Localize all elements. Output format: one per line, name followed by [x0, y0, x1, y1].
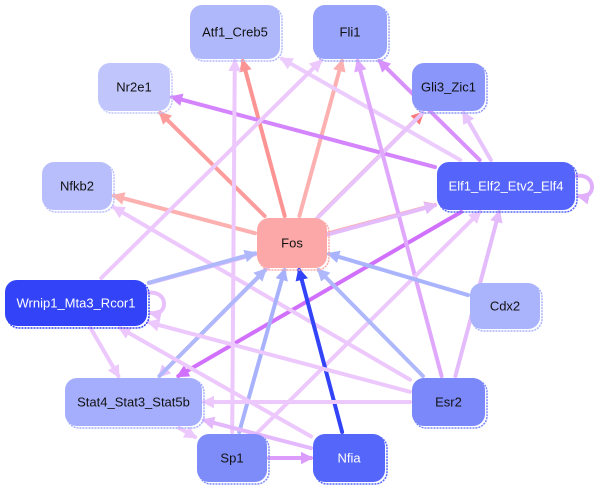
edge-wrnip1-mta3-rcor1-to-stat4-stat3-stat5b: [88, 326, 121, 379]
edge-nfia-to-fos: [295, 267, 345, 434]
node-label: Nfia: [337, 451, 361, 466]
node-box: [197, 434, 267, 482]
node-label: Fli1: [340, 25, 361, 40]
node-label: Stat4_Stat3_Stat5b: [77, 395, 190, 410]
edge-elf1-elf2-etv2-elf4-to-elf1-elf2-etv2-elf4: [573, 173, 594, 205]
node-label: Wrnip1_Mta3_Rcor1: [17, 296, 136, 311]
node-label: Nr2e1: [116, 80, 151, 95]
node-label: Elf1_Elf2_Etv2_Elf4: [449, 179, 564, 194]
node-box: [470, 283, 540, 329]
node-stat4-stat3-stat5b[interactable]: Stat4_Stat3_Stat5b: [65, 378, 205, 429]
node-label: Esr2: [435, 395, 462, 410]
node-sp1[interactable]: Sp1: [197, 434, 270, 485]
edge-fos-to-nfkb2: [111, 192, 257, 236]
edge-stat4-stat3-stat5b-to-sp1: [177, 426, 198, 439]
node-gli3-zic1[interactable]: Gli3_Zic1: [412, 63, 488, 114]
node-nfkb2[interactable]: Nfkb2: [42, 162, 115, 213]
edge-nfia-to-stat4-stat3-stat5b: [201, 416, 313, 451]
node-label: Atf1_Creb5: [202, 25, 268, 40]
node-elf1-elf2-etv2-elf4[interactable]: Elf1_Elf2_Etv2_Elf4: [437, 162, 578, 213]
node-nr2e1[interactable]: Nr2e1: [98, 63, 173, 114]
node-cdx2[interactable]: Cdx2: [470, 283, 543, 332]
edge-nfia-to-wrnip1-mta3-rcor1: [117, 326, 313, 439]
edge-elf1-elf2-etv2-elf4-to-stat4-stat3-stat5b: [176, 210, 464, 378]
node-box: [257, 218, 327, 268]
edge-elf1-elf2-etv2-elf4-to-nr2e1: [169, 93, 437, 170]
node-box: [412, 378, 485, 426]
node-box: [437, 162, 575, 210]
edge-sp1-to-atf1-creb5: [228, 58, 242, 434]
node-label: Sp1: [220, 451, 243, 466]
edge-esr2-to-fli1: [354, 58, 444, 378]
node-fli1[interactable]: Fli1: [313, 5, 390, 62]
edge-wrnip1-mta3-rcor1-to-fli1: [99, 59, 323, 280]
edge-esr2-to-wrnip1-mta3-rcor1: [146, 318, 412, 394]
edge-fos-to-nr2e1: [158, 111, 267, 218]
node-box: [313, 5, 387, 59]
node-esr2[interactable]: Esr2: [412, 378, 488, 429]
edge-esr2-to-fos: [316, 268, 425, 378]
node-label: Fos: [281, 236, 303, 251]
edge-esr2-to-nfkb2: [111, 205, 412, 382]
edge-fos-to-atf1-creb5: [239, 58, 287, 218]
node-box: [65, 378, 202, 426]
edge-cdx2-to-fos: [326, 250, 470, 298]
node-box: [98, 63, 170, 111]
node-fos[interactable]: Fos: [257, 218, 330, 271]
edge-wrnip1-mta3-rcor1-to-fos: [147, 249, 258, 285]
node-nfia[interactable]: Nfia: [313, 434, 388, 485]
edge-wrnip1-mta3-rcor1-to-wrnip1-mta3-rcor1: [145, 290, 166, 322]
node-atf1-creb5[interactable]: Atf1_Creb5: [190, 5, 283, 62]
edge-elf1-elf2-etv2-elf4-to-gli3-zic1: [461, 110, 493, 162]
node-label: Gli3_Zic1: [421, 80, 476, 95]
node-box: [190, 5, 280, 59]
node-box: [313, 434, 385, 482]
node-box: [42, 162, 112, 210]
node-box: [412, 63, 485, 111]
node-wrnip1-mta3-rcor1[interactable]: Wrnip1_Mta3_Rcor1: [5, 280, 150, 329]
node-label: Cdx2: [490, 299, 520, 314]
node-box: [5, 280, 147, 326]
node-label: Nfkb2: [60, 179, 94, 194]
